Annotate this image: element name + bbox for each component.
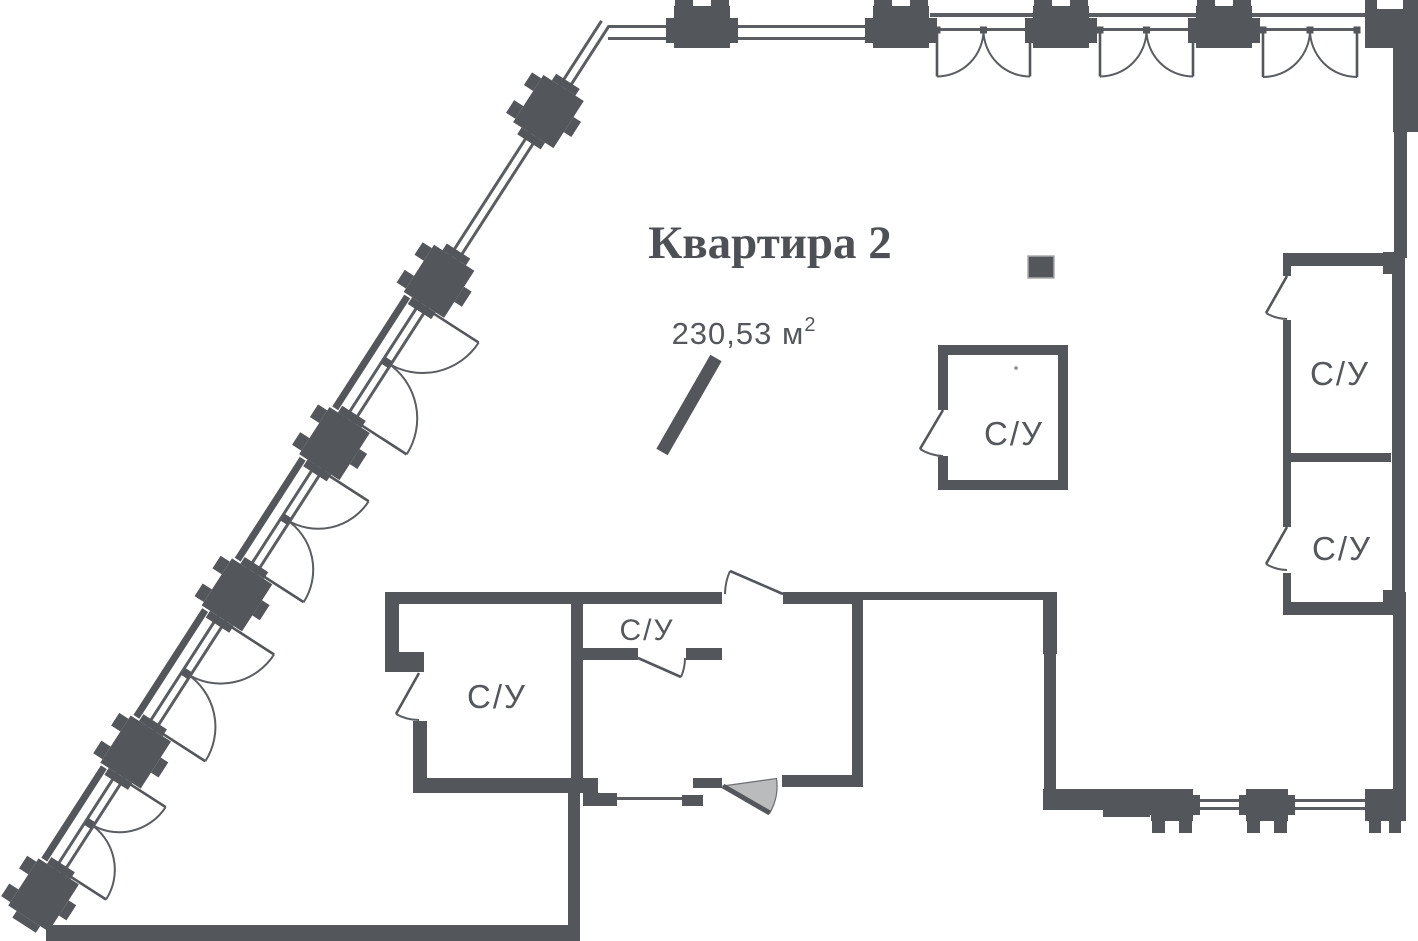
bottom-right-wall: [1043, 592, 1406, 833]
door: [1264, 526, 1289, 571]
room-label-bathroom-4: С/У: [1310, 355, 1370, 392]
apartment-title: Квартира 2: [648, 217, 892, 269]
bathroom-block-right: [1264, 253, 1395, 615]
balcony-door-outer-line: [234, 456, 306, 562]
facade-column: [292, 404, 370, 482]
area-superscript: 2: [804, 314, 816, 336]
right-wall: [1383, 48, 1418, 790]
diagonal-window-wall: [1, 20, 611, 933]
facade-column: [666, 0, 738, 48]
top-wall: [608, 0, 1418, 78]
door: [724, 569, 784, 596]
plan-dot: [1014, 366, 1018, 370]
door: [394, 672, 421, 722]
room-label-bathroom-2: С/У: [619, 614, 674, 647]
area-pointer-mark: [656, 354, 722, 456]
room-label-bathroom-5: С/У: [1312, 530, 1372, 567]
door: [918, 409, 945, 457]
corner-column: [1365, 789, 1406, 833]
bathroom-middle: [918, 345, 1068, 490]
threshold-line: [617, 797, 682, 800]
door: [1264, 275, 1289, 320]
facade-column: [1025, 0, 1097, 48]
balcony-door-outer-line: [332, 294, 411, 411]
structural-column: [1027, 255, 1055, 279]
facade-column: [396, 242, 475, 320]
french-door: [1259, 26, 1361, 78]
facade-column: [1144, 789, 1200, 833]
balcony-door-outer-line: [133, 608, 209, 719]
room-label-bathroom-3: С/У: [984, 415, 1044, 452]
facade-column: [194, 555, 273, 633]
outer-wall-line: [930, 13, 1412, 17]
facade-column: [506, 72, 584, 150]
area-value: 230,53 м: [672, 316, 805, 351]
balcony-door-outer-line: [41, 765, 107, 862]
facade-column: [93, 712, 172, 790]
facade-column: [1, 855, 79, 933]
facade-column: [865, 0, 937, 48]
facade-column: [1239, 789, 1295, 833]
facade-column: [1188, 0, 1260, 48]
bottom-block: [46, 569, 1043, 941]
corner-column: [1365, 0, 1418, 48]
room-label-bathroom-1: С/У: [467, 678, 527, 715]
french-door: [933, 26, 1034, 78]
apartment-area: 230,53 м2: [672, 314, 817, 351]
door: [637, 656, 687, 679]
french-door: [1096, 26, 1197, 78]
entrance-door: [721, 777, 778, 816]
